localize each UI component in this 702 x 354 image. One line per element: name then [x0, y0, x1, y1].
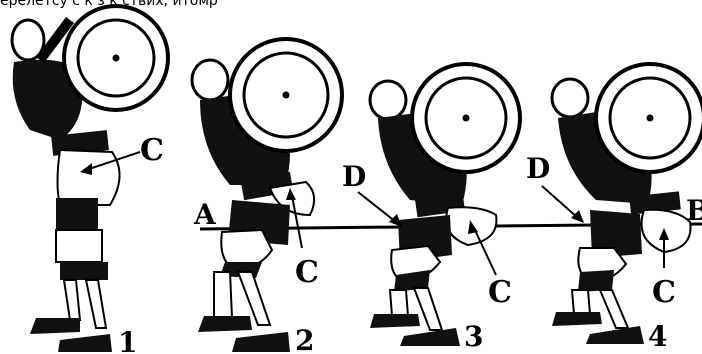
label-c-figure-3: C	[488, 275, 512, 310]
label-c-figure-2: C	[295, 255, 319, 290]
figure-number-3: 3	[464, 320, 483, 353]
label-c-figure-1: C	[140, 133, 164, 168]
figure-number-1: 1	[118, 326, 137, 354]
label-c-figure-4: C	[652, 275, 676, 310]
lifter-figure-2	[192, 39, 342, 352]
lifter-figure-4	[542, 64, 702, 344]
label-b: B	[686, 194, 702, 227]
lifter-figure-1	[12, 6, 168, 352]
label-d-figure-3: D	[342, 160, 366, 193]
figure-number-2: 2	[295, 324, 314, 354]
label-a: A	[193, 198, 217, 231]
figure-number-4: 4	[648, 320, 667, 353]
label-d-figure-4: D	[526, 152, 550, 185]
